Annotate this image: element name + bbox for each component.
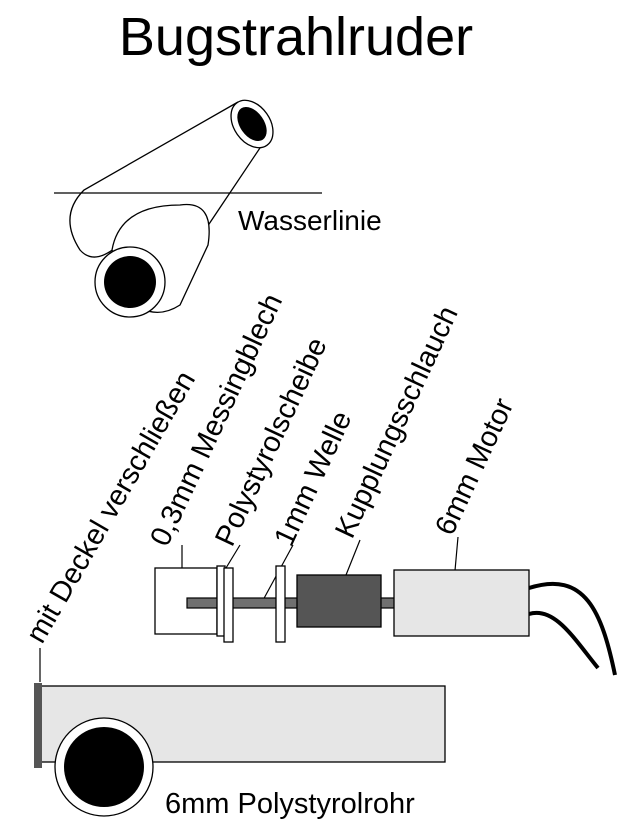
exploded-assembly (154, 565, 617, 676)
tube-label: 6mm Polystyrolrohr (165, 788, 415, 820)
motor-body (393, 569, 530, 637)
diagram-title: Bugstrahlruder (119, 7, 473, 67)
coupling-hose (296, 574, 382, 628)
hull-tube-opening-inner (237, 106, 267, 142)
polystyrene-disc-2 (275, 565, 286, 643)
label-motor: 6mm Motor (429, 393, 520, 540)
polystyrene-disc-1 (223, 567, 234, 643)
motor-wire-upper (528, 581, 617, 676)
polystyrene-tube-assembly: 6mm Polystyrolrohr (34, 683, 446, 820)
waterline-label: Wasserlinie (238, 205, 382, 236)
hull-section-illustration: Wasserlinie (54, 99, 382, 318)
thruster-opening (104, 256, 156, 308)
leader-disc (225, 544, 241, 569)
motor-wire-lower (528, 610, 600, 670)
tube-opening (64, 727, 144, 807)
tube-end-cap (34, 683, 42, 768)
